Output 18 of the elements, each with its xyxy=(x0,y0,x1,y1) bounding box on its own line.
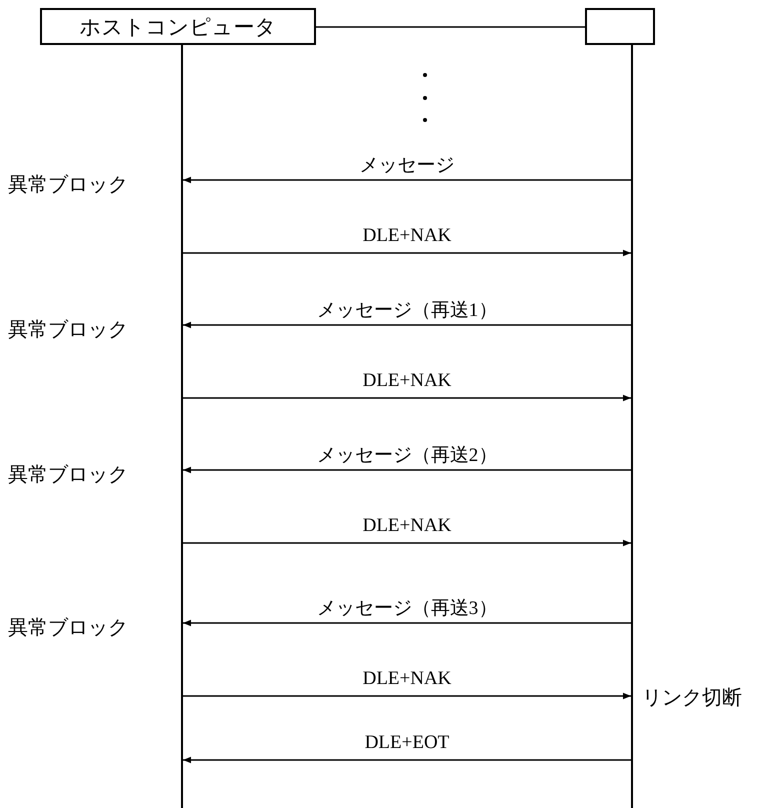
lifeline xyxy=(631,45,633,808)
arrow xyxy=(183,540,631,546)
arrow xyxy=(183,466,631,474)
lifeline xyxy=(181,45,183,808)
participant-box: ホストコンピュータ xyxy=(40,8,316,45)
note-text: 異常ブロック xyxy=(8,616,128,641)
participant-box xyxy=(585,8,655,45)
arrow xyxy=(183,250,631,256)
arrow xyxy=(183,176,631,184)
note-text: 異常ブロック xyxy=(8,463,128,488)
arrow xyxy=(183,756,631,764)
note-text: 異常ブロック xyxy=(8,318,128,343)
note-text: リンク切断 xyxy=(642,686,742,711)
arrow xyxy=(183,322,631,328)
note-text: 異常ブロック xyxy=(8,173,128,198)
arrow xyxy=(183,394,631,402)
arrow xyxy=(183,620,631,626)
arrow xyxy=(183,692,631,700)
